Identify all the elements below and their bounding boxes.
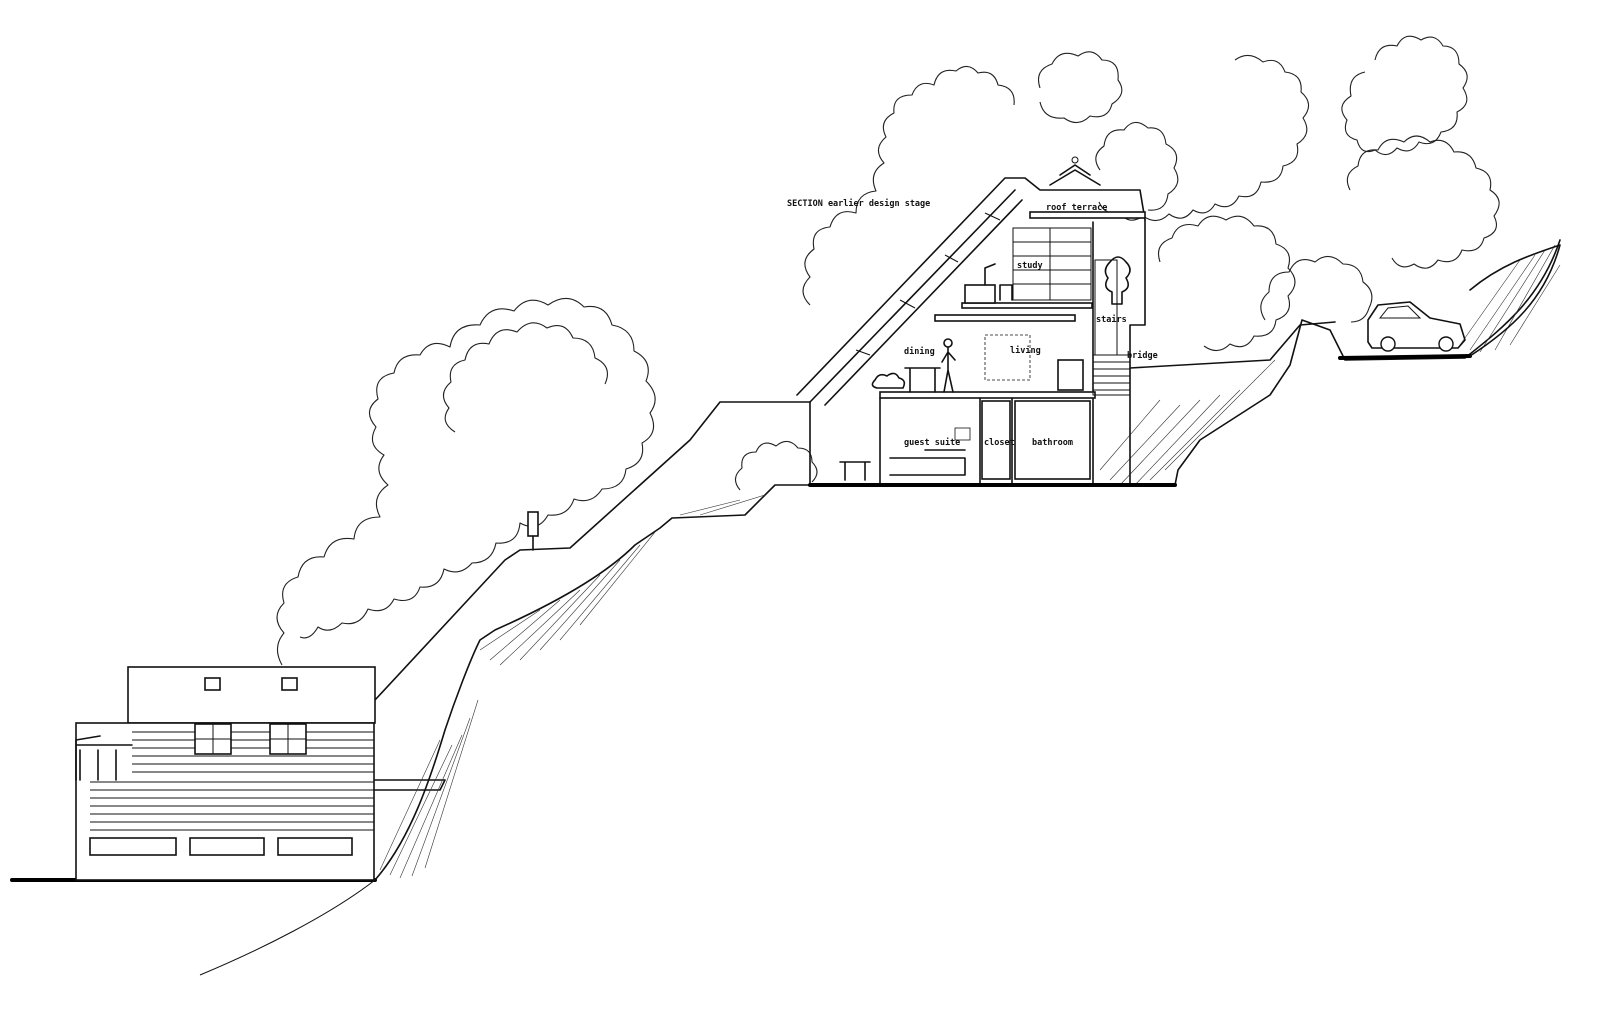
person-icon (941, 338, 956, 393)
siding (90, 731, 374, 831)
roof-fixture (1049, 164, 1101, 186)
upper-bank (1469, 244, 1561, 357)
living-panel (984, 334, 1031, 381)
plant-icon (871, 372, 906, 389)
skylight (204, 677, 221, 691)
interior-wall (879, 397, 1013, 486)
stairs-steps (1092, 259, 1131, 396)
lower-house-roof-block (127, 666, 376, 724)
label-closet: closet (984, 438, 1015, 448)
sofa (1057, 359, 1084, 391)
car-icon (1367, 301, 1466, 352)
drawing-title: SECTION earlier design stage (787, 198, 930, 209)
plant-icon (1104, 256, 1131, 305)
tree-icon (802, 65, 1015, 306)
tree-icon (1341, 35, 1468, 156)
label-dining: dining (904, 346, 935, 357)
base-panel (277, 837, 353, 856)
desk-chair (999, 284, 1013, 301)
label-living: living (1010, 345, 1041, 356)
hillside-profile (374, 239, 1561, 881)
label-study: study (1017, 261, 1043, 271)
closet-box (981, 400, 1011, 480)
base-panel (89, 837, 177, 856)
tree-icon (1157, 215, 1296, 352)
earth-hatch (1459, 244, 1561, 353)
tree-icon (1098, 54, 1310, 222)
tree-icon (442, 322, 608, 433)
tree-icon (734, 440, 818, 491)
terrain (10, 239, 1561, 976)
dining-table (904, 367, 941, 393)
earth-hatch (1099, 359, 1276, 486)
picture-frame (954, 427, 971, 441)
upper-house (796, 156, 1177, 487)
tree-icon (276, 297, 656, 666)
study-desk (964, 284, 996, 304)
guest-bed (889, 449, 966, 476)
trees (276, 35, 1500, 666)
stair-wall (374, 401, 811, 701)
sloped-roof-inner (809, 189, 1023, 406)
floor-slab-study (961, 302, 1093, 309)
tree-icon (1260, 255, 1373, 323)
label-bridge: bridge (1127, 350, 1158, 361)
label-bathroom: bathroom (1032, 438, 1073, 448)
bathroom-box (1014, 400, 1091, 480)
roof-slab (1029, 211, 1146, 219)
label-guest-suite: guest suite (904, 437, 960, 448)
roof-panels (855, 212, 1001, 356)
floor-slab-living (879, 391, 1096, 399)
exterior-wall (809, 219, 1146, 486)
label-roof-terrace: roof terrace (1046, 203, 1107, 213)
earth-hatch (379, 494, 766, 879)
tree-icon (1346, 135, 1500, 269)
lower-house (75, 666, 376, 881)
tree-icon (1037, 51, 1123, 124)
label-stairs: stairs (1096, 314, 1127, 325)
study-shelving (1012, 227, 1092, 301)
stair-wall-lower (374, 779, 446, 791)
bridge-line (1129, 321, 1336, 369)
vent-icon (1071, 156, 1079, 164)
post (527, 511, 539, 537)
soil-curve (199, 879, 376, 976)
road-line (1338, 354, 1472, 360)
deck-railing (75, 735, 133, 781)
tree-icon (1095, 121, 1179, 211)
base-panel (189, 837, 265, 856)
sloped-roof (796, 177, 1146, 396)
lamp-icon (984, 263, 996, 286)
skylight (281, 677, 298, 691)
living-cabinet (934, 314, 1076, 322)
side-table (839, 461, 871, 481)
